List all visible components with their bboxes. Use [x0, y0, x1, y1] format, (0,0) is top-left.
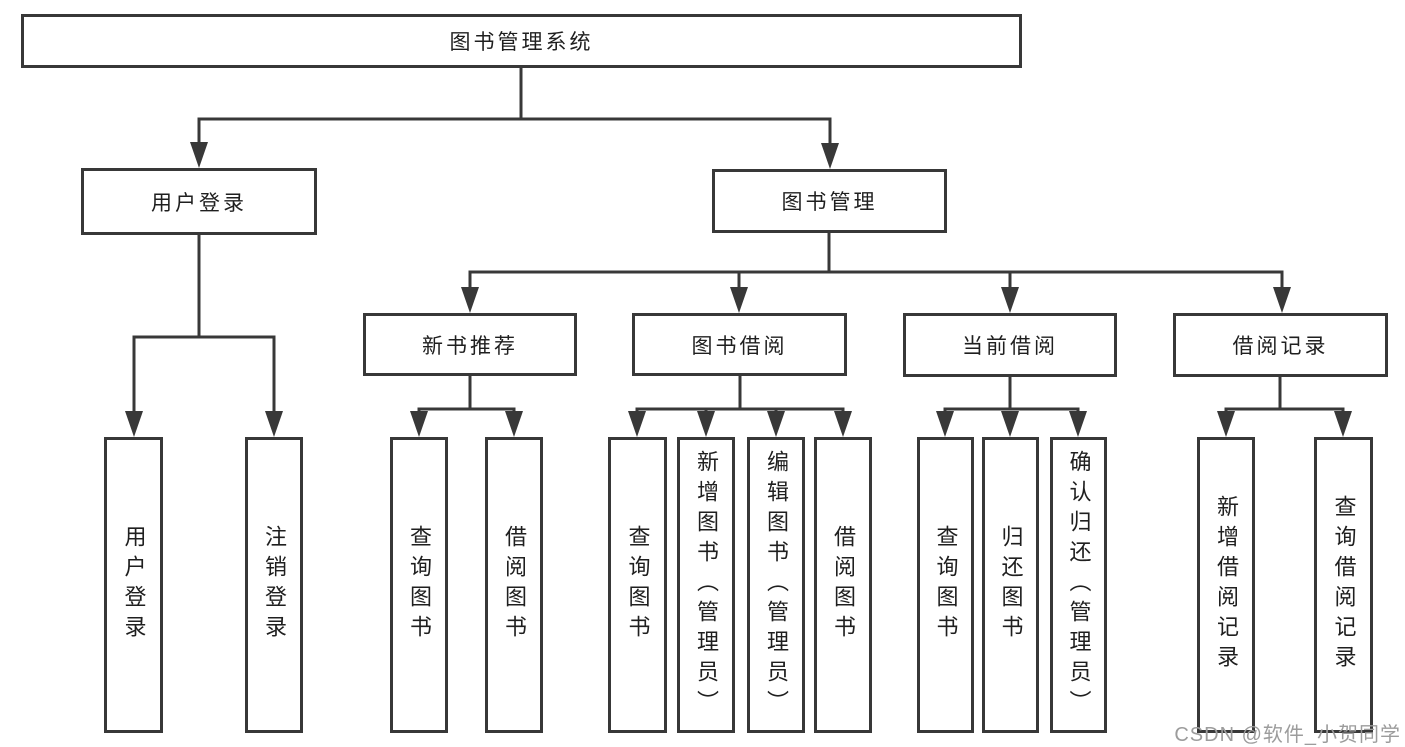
leaf-bb-edit-books-label: 编辑图书（管理员）	[764, 450, 789, 720]
leaf-br-query-record-label: 查询借阅记录	[1331, 495, 1357, 675]
leaf-bb-query-books: 查询图书	[608, 437, 667, 733]
leaf-br-add-record: 新增借阅记录	[1197, 437, 1255, 733]
node-user-login: 用户登录	[81, 168, 317, 235]
leaf-br-add-record-label: 新增借阅记录	[1214, 495, 1239, 675]
leaf-cb-confirm-return: 确认归还（管理员）	[1050, 437, 1107, 733]
leaf-cb-query-books-label: 查询图书	[933, 525, 959, 645]
node-new-book-recommend: 新书推荐	[363, 313, 577, 376]
node-new-book-recommend-label: 新书推荐	[422, 334, 518, 358]
leaf-cb-return-books: 归还图书	[982, 437, 1039, 733]
leaf-rec-borrow-books: 借阅图书	[485, 437, 543, 733]
leaf-bb-add-books-label: 新增图书（管理员）	[694, 450, 719, 720]
leaf-br-query-record: 查询借阅记录	[1314, 437, 1373, 733]
node-root: 图书管理系统	[21, 14, 1022, 68]
leaf-user-login-label: 用户登录	[121, 525, 147, 645]
leaf-bb-add-books: 新增图书（管理员）	[677, 437, 735, 733]
csdn-watermark: CSDN @软件_小贺同学	[1174, 724, 1401, 746]
leaf-user-login: 用户登录	[104, 437, 163, 733]
node-borrow-records-label: 借阅记录	[1232, 335, 1329, 358]
leaf-rec-query-books-label: 查询图书	[407, 525, 432, 645]
leaf-bb-query-books-label: 查询图书	[625, 525, 651, 645]
node-current-borrow: 当前借阅	[903, 313, 1117, 377]
leaf-cb-return-books-label: 归还图书	[998, 525, 1024, 645]
node-book-management-label: 图书管理	[781, 191, 878, 214]
node-book-management: 图书管理	[712, 169, 947, 233]
node-book-borrow-label: 图书借阅	[691, 334, 788, 358]
leaf-rec-query-books: 查询图书	[390, 437, 448, 733]
leaf-rec-borrow-books-label: 借阅图书	[502, 525, 527, 645]
node-current-borrow-label: 当前借阅	[962, 335, 1058, 358]
leaf-cb-confirm-return-label: 确认归还（管理员）	[1066, 450, 1092, 720]
leaf-cb-query-books: 查询图书	[917, 437, 974, 733]
node-borrow-records: 借阅记录	[1173, 313, 1388, 377]
leaf-bb-edit-books: 编辑图书（管理员）	[747, 437, 805, 733]
leaf-bb-borrow-books: 借阅图书	[814, 437, 872, 733]
node-book-borrow: 图书借阅	[632, 313, 847, 376]
node-root-label: 图书管理系统	[449, 31, 594, 54]
node-user-login-label: 用户登录	[151, 191, 247, 215]
leaf-logout-label: 注销登录	[262, 525, 287, 645]
leaf-logout: 注销登录	[245, 437, 303, 733]
leaf-bb-borrow-books-label: 借阅图书	[831, 525, 856, 645]
